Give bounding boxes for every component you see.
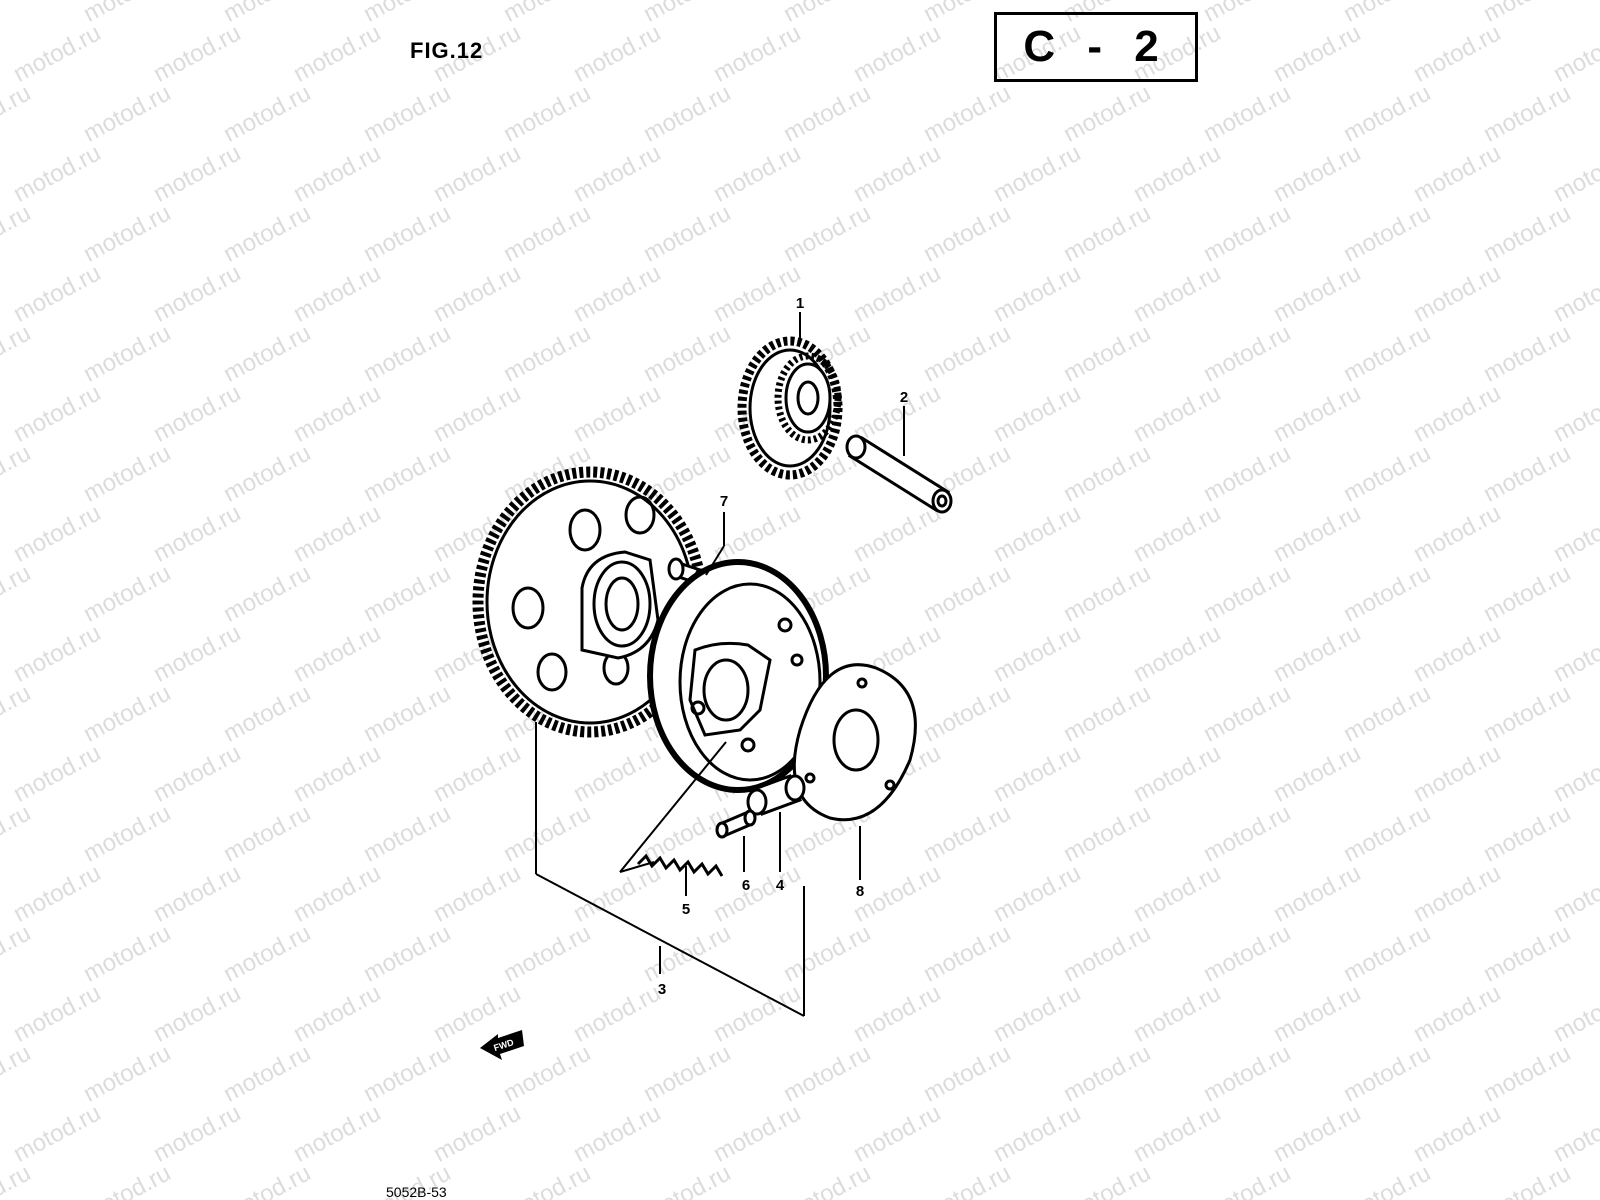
spring	[636, 853, 724, 877]
idle-gear-shaft	[845, 434, 953, 514]
idle-gear	[737, 336, 843, 480]
section-code: C - 2	[1023, 22, 1169, 71]
callout-7: 7	[720, 493, 728, 510]
callout-4: 4	[776, 877, 785, 894]
callout-6: 6	[742, 877, 750, 894]
callout-2: 2	[900, 389, 908, 406]
callout-8: 8	[856, 883, 864, 900]
callout-1: 1	[796, 295, 804, 312]
figure-title: FIG.12	[410, 38, 484, 63]
fwd-arrow: FWD	[480, 1030, 524, 1060]
section-code-box: C - 2	[994, 12, 1198, 82]
pin	[715, 809, 757, 839]
roller	[746, 774, 806, 816]
starter-clutch	[647, 559, 829, 793]
footer-code: 5052B-53	[386, 1184, 447, 1200]
callout-3: 3	[658, 981, 666, 998]
leader-lines	[535, 312, 905, 1017]
clutch-plate	[792, 663, 917, 822]
callout-5: 5	[682, 901, 690, 918]
